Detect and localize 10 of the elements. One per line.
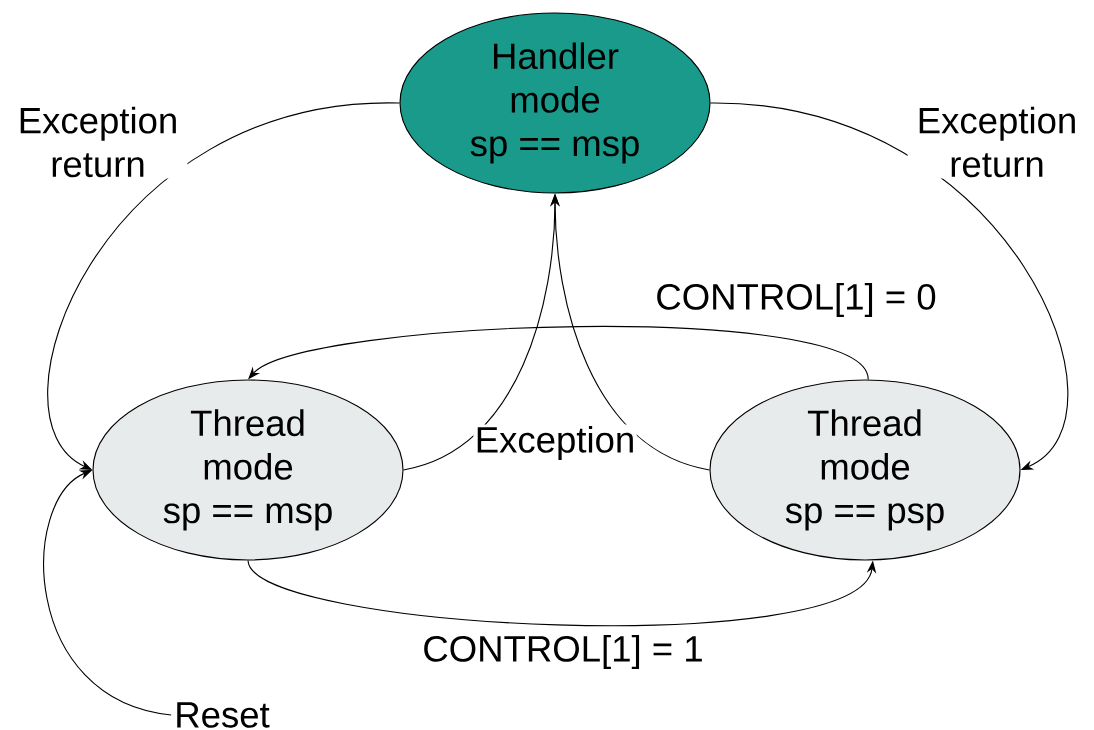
edge-label: CONTROL[1] = 1 (420, 633, 706, 671)
arrow (710, 102, 1069, 470)
edge-label: CONTROL[1] = 0 (653, 281, 939, 319)
arrow (248, 326, 869, 380)
edge-label: Exception return (8, 105, 188, 179)
arrow (47, 102, 400, 470)
arrow (43, 470, 172, 716)
start-label: Reset (177, 702, 270, 728)
edge-label: Exception return (907, 105, 1087, 179)
edge-label: Exception (473, 424, 637, 462)
